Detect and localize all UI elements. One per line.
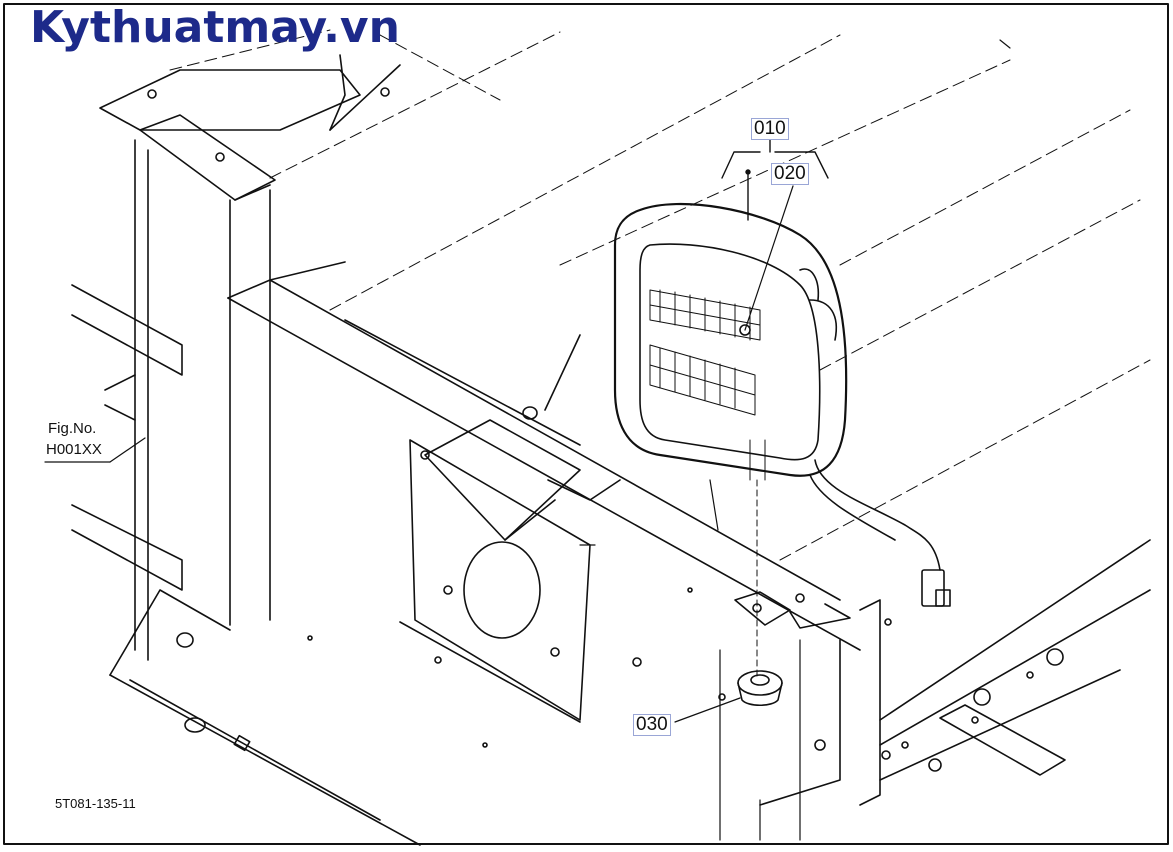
lamp-wire-harness <box>809 459 951 607</box>
channel-beam <box>227 261 861 651</box>
right-lower-frame <box>434 539 1151 806</box>
background-dashed-lines <box>169 29 1151 561</box>
callout-010[interactable]: 010 <box>751 118 789 140</box>
callout-020-leader <box>744 185 794 331</box>
left-horizontal-bars <box>71 284 183 591</box>
lamp-bracket-tab <box>734 591 851 629</box>
figure-ref-code: H001XX <box>46 441 102 458</box>
callout-030[interactable]: 030 <box>633 714 671 736</box>
site-watermark: Kythuatmay.vn <box>30 2 400 53</box>
callout-020[interactable]: 020 <box>771 163 809 185</box>
callout-030-leader <box>674 697 741 723</box>
lower-left-tray <box>109 587 693 846</box>
work-lamp-010 <box>613 202 848 477</box>
top-left-bracket <box>99 54 401 201</box>
mounting-plate <box>399 439 591 723</box>
lamp-lens-grid <box>649 289 761 416</box>
lamp-mounting-bolt <box>749 439 766 681</box>
small-angled-bracket <box>424 334 621 541</box>
left-vertical-post <box>134 139 271 661</box>
document-number: 5T081-135-11 <box>55 796 136 811</box>
flange-nut-030 <box>737 670 783 707</box>
callout-010-bracket <box>721 139 829 221</box>
figref-leader <box>44 437 146 463</box>
misc-frame-lines <box>579 39 1011 841</box>
figure-ref-label: Fig.No. <box>48 420 97 437</box>
drawing-border <box>3 3 1169 845</box>
